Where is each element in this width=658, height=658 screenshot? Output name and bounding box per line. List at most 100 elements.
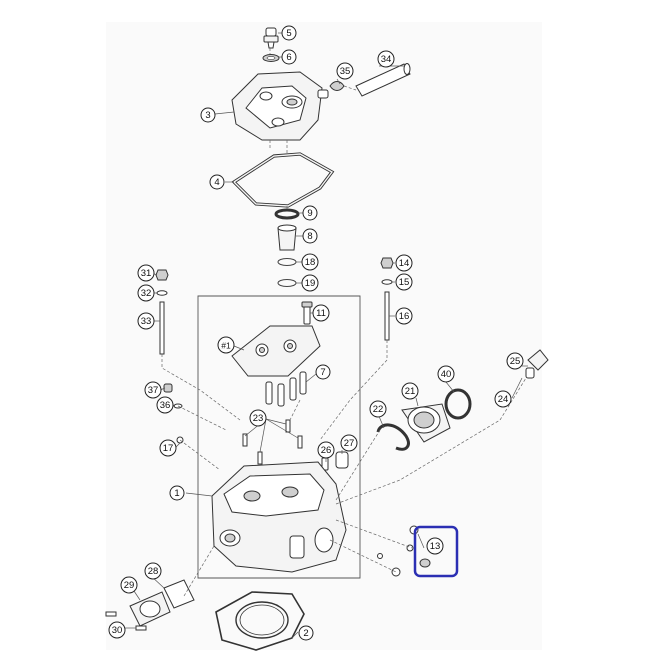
svg-text:6: 6 — [286, 52, 291, 63]
callout-1: 1 — [169, 485, 185, 501]
callout-25: 25 — [506, 352, 524, 370]
washer-32 — [156, 290, 168, 296]
valve-cover — [231, 71, 329, 141]
screw-plug-13b — [419, 558, 431, 568]
svg-text:19: 19 — [305, 278, 316, 289]
callout-8: 8 — [302, 228, 318, 244]
valve-guides-7 — [265, 371, 307, 407]
valve-cover-gasket — [231, 152, 335, 208]
svg-text:40: 40 — [441, 369, 452, 380]
callout-7: 7 — [315, 364, 331, 380]
svg-text:7: 7 — [320, 367, 325, 378]
callout-11: 11 — [312, 304, 330, 322]
svg-text:15: 15 — [399, 277, 410, 288]
callout-26: 26 — [317, 441, 335, 459]
svg-text:13: 13 — [430, 541, 441, 552]
cylinder-head — [211, 461, 347, 573]
callout-33: 33 — [137, 312, 155, 330]
callout-15: 15 — [395, 273, 413, 291]
callout-2: 2 — [298, 625, 314, 641]
callout-27: 27 — [340, 434, 358, 452]
svg-text:3: 3 — [205, 110, 210, 121]
callout-13: 13 — [426, 537, 444, 555]
callout-22: 22 — [369, 400, 387, 418]
stud-33 — [159, 301, 165, 355]
callout-32: 32 — [137, 284, 155, 302]
callout-6: 6 — [281, 49, 297, 65]
svg-text:11: 11 — [316, 308, 326, 319]
svg-text:8: 8 — [307, 231, 312, 242]
svg-text:16: 16 — [399, 311, 410, 322]
cylinder-head-frame — [197, 295, 361, 579]
o-ring-6 — [262, 54, 280, 62]
callout-40: 40 — [437, 365, 455, 383]
svg-text:2: 2 — [303, 628, 308, 639]
svg-text:5: 5 — [286, 28, 291, 39]
callout-23: 23 — [249, 409, 267, 427]
breather-fitting-35 — [329, 81, 345, 91]
washer-15 — [381, 279, 393, 285]
sleeve-27 — [335, 451, 349, 469]
intake-flange-21 — [401, 403, 451, 443]
svg-text:31: 31 — [141, 268, 152, 279]
svg-text:36: 36 — [160, 400, 171, 411]
svg-text:26: 26 — [321, 445, 332, 456]
exhaust-flange-29 — [129, 591, 171, 627]
bolt-11 — [301, 301, 313, 325]
callout-30: 30 — [108, 621, 126, 639]
nut-14 — [380, 257, 394, 269]
callout-24: 24 — [494, 390, 512, 408]
svg-text:1: 1 — [174, 488, 179, 499]
svg-text:24: 24 — [498, 394, 509, 405]
highlight-box-part-13[interactable] — [413, 525, 459, 578]
nut-31 — [155, 269, 169, 281]
callout-37: 37 — [144, 381, 162, 399]
callout-14: 14 — [395, 254, 413, 272]
svg-text:29: 29 — [124, 580, 135, 591]
washer-small — [391, 567, 401, 577]
svg-text:21: 21 — [405, 386, 416, 397]
callout-17: 17 — [159, 439, 177, 457]
head-gasket-2 — [215, 591, 305, 651]
oil-filler-plug — [263, 27, 279, 49]
plug-small — [377, 553, 383, 559]
svg-text:32: 32 — [141, 288, 152, 299]
breather-hose-34 — [355, 63, 411, 97]
callout-18: 18 — [301, 253, 319, 271]
stud-16 — [384, 291, 390, 341]
svg-text:34: 34 — [381, 54, 392, 65]
callout-3: 3 — [200, 107, 216, 123]
callout-29: 29 — [120, 576, 138, 594]
callout-19: 19 — [301, 274, 319, 292]
svg-text:33: 33 — [141, 316, 152, 327]
plug-37 — [163, 383, 173, 393]
callout-31: 31 — [137, 264, 155, 282]
svg-text:23: 23 — [253, 413, 264, 424]
seal-ring-9 — [274, 208, 300, 220]
svg-text:37: 37 — [148, 385, 159, 396]
svg-text:14: 14 — [399, 258, 410, 269]
svg-text:25: 25 — [510, 356, 521, 367]
svg-text:18: 18 — [305, 257, 316, 268]
callout-35: 35 — [336, 62, 354, 80]
exhaust-gasket-28 — [163, 579, 195, 609]
callout-36: 36 — [156, 396, 174, 414]
callout-28: 28 — [144, 562, 162, 580]
sensor-25 — [525, 349, 549, 379]
callout-34: 34 — [377, 50, 395, 68]
svg-text:17: 17 — [163, 443, 174, 454]
hose-clamp-40 — [444, 388, 472, 420]
svg-text:35: 35 — [340, 66, 351, 77]
svg-text:27: 27 — [344, 438, 355, 449]
plug-small-2 — [406, 544, 414, 552]
callout-16: 16 — [395, 307, 413, 325]
svg-text:22: 22 — [373, 404, 384, 415]
svg-text:28: 28 — [148, 566, 159, 577]
svg-text:30: 30 — [112, 625, 123, 636]
callout-5: 5 — [281, 25, 297, 41]
callout-4: 4 — [209, 174, 225, 190]
callout-21: 21 — [401, 382, 419, 400]
assembly-dash-lines — [161, 48, 527, 597]
callout-9: 9 — [302, 205, 318, 221]
